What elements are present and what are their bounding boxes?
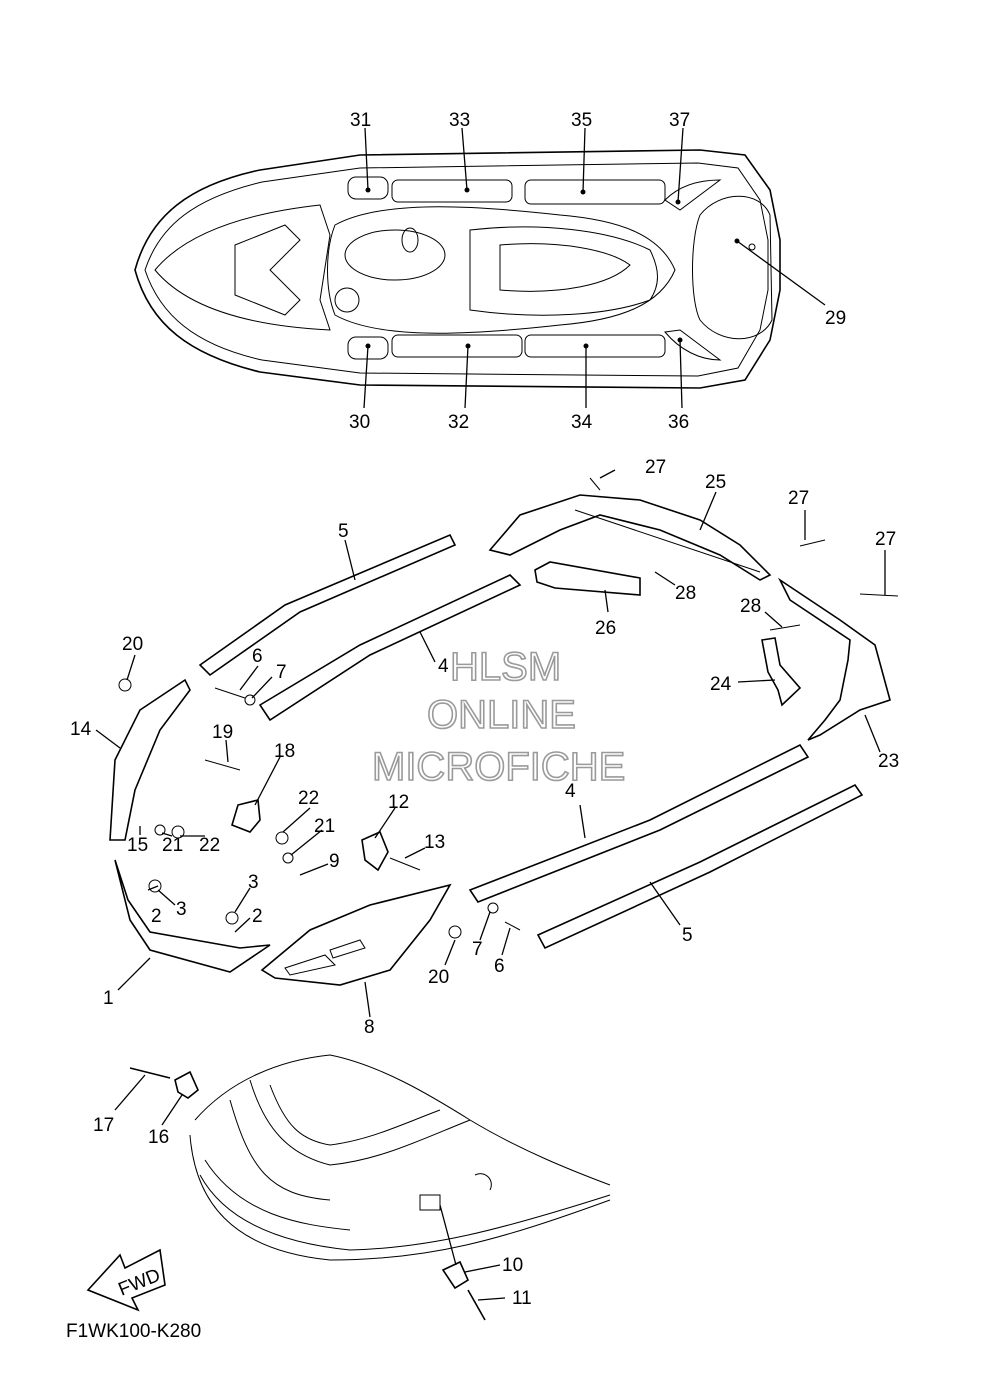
callout-30: 30 — [349, 412, 370, 433]
callout-27-a: 27 — [645, 457, 666, 478]
part-21b-washer — [282, 852, 294, 864]
callout-4-b: 4 — [565, 781, 576, 802]
mat-36 — [664, 329, 722, 361]
callout-6-b: 6 — [494, 956, 505, 977]
callout-20-b: 20 — [428, 967, 449, 988]
callout-29: 29 — [825, 308, 846, 329]
mat-33 — [391, 179, 513, 203]
part-11 — [467, 1289, 486, 1321]
watermark-line-3: MICROFICHE — [372, 745, 625, 789]
callout-21-b: 21 — [314, 816, 335, 837]
callout-11: 11 — [512, 1288, 532, 1309]
callout-23: 23 — [878, 751, 899, 772]
callout-32: 32 — [448, 412, 469, 433]
callout-15: 15 — [127, 835, 148, 856]
mat-32 — [391, 334, 523, 358]
watermark-line-1: HLSM — [450, 645, 561, 689]
callout-13: 13 — [424, 832, 445, 853]
part-20a-bolt — [118, 678, 132, 692]
part-1 — [114, 859, 271, 973]
callout-37: 37 — [669, 110, 690, 131]
part-4-upper — [258, 574, 522, 722]
part-20b-bolt — [448, 925, 462, 939]
part-21a-washer — [154, 824, 166, 836]
part-26 — [534, 561, 641, 596]
part-3b-nut — [225, 911, 239, 925]
callout-7-b: 7 — [472, 939, 483, 960]
part-7b-washer — [487, 902, 499, 914]
part-14 — [109, 678, 191, 841]
diagram-code: F1WK100-K280 — [66, 1321, 201, 1342]
part-10 — [441, 1260, 470, 1290]
callout-25: 25 — [705, 472, 726, 493]
watermark: HLSM ONLINE MICROFICHE — [371, 644, 626, 790]
middle-parts — [109, 477, 899, 986]
callout-27-c: 27 — [875, 529, 896, 550]
callout-24: 24 — [710, 674, 732, 695]
callout-3-b: 3 — [176, 899, 187, 920]
fwd-arrow-icon: FWD — [86, 1248, 166, 1312]
part-18 — [231, 798, 261, 833]
callout-6-a: 6 — [252, 646, 263, 667]
callout-4-a: 4 — [438, 656, 449, 677]
callout-34: 34 — [571, 412, 593, 433]
callout-9: 9 — [329, 851, 340, 872]
part-5-lower — [536, 783, 864, 950]
part-25 — [488, 494, 772, 581]
callout-28-a: 28 — [675, 583, 696, 604]
part-3a-nut — [148, 879, 162, 893]
part-16 — [174, 1070, 199, 1099]
mat-37 — [664, 179, 722, 211]
callout-36: 36 — [668, 412, 689, 433]
callout-28-b: 28 — [740, 596, 761, 617]
top-leaders — [363, 127, 826, 409]
callout-31: 31 — [350, 110, 371, 131]
mat-34 — [524, 334, 666, 358]
callout-14: 14 — [70, 719, 92, 740]
part-4-lower — [468, 743, 810, 903]
part-22b-nut — [275, 831, 289, 845]
callout-18: 18 — [274, 741, 295, 762]
callout-3-a: 3 — [248, 872, 259, 893]
callout-2-a: 2 — [151, 906, 162, 927]
hull-bottom-view — [114, 1054, 611, 1321]
callout-26: 26 — [595, 618, 616, 639]
mat-35 — [524, 179, 666, 205]
middle-leaders — [95, 469, 886, 1018]
part-5-upper — [198, 533, 457, 677]
callout-22-b: 22 — [298, 788, 319, 809]
part-7a-washer — [244, 694, 256, 706]
callout-20-a: 20 — [122, 634, 143, 655]
watermark-line-2: ONLINE — [427, 693, 576, 737]
part-22a-nut — [171, 825, 185, 839]
callout-19: 19 — [212, 722, 233, 743]
mat-30 — [347, 336, 389, 360]
callout-7-a: 7 — [276, 662, 287, 683]
callout-27-b: 27 — [788, 488, 809, 509]
callout-8: 8 — [364, 1017, 375, 1038]
callout-16: 16 — [148, 1127, 169, 1148]
callout-35: 35 — [571, 110, 592, 131]
callout-labels: 31 33 35 37 29 30 32 34 36 27 25 27 27 2… — [70, 110, 899, 1309]
callout-22-a: 22 — [199, 835, 220, 856]
callout-33: 33 — [449, 110, 470, 131]
watercraft-top-view — [134, 149, 781, 389]
callout-1: 1 — [103, 988, 114, 1009]
callout-21-a: 21 — [162, 835, 183, 856]
callout-2-b: 2 — [252, 906, 263, 927]
callout-12: 12 — [388, 792, 409, 813]
part-17 — [129, 1067, 171, 1079]
callout-5-a: 5 — [338, 521, 349, 542]
part-8 — [260, 883, 452, 986]
part-23 — [777, 577, 891, 741]
part-24 — [761, 637, 802, 707]
callout-10: 10 — [502, 1255, 523, 1276]
callout-17: 17 — [93, 1115, 114, 1136]
callout-5-b: 5 — [682, 925, 693, 946]
part-12 — [361, 830, 389, 872]
